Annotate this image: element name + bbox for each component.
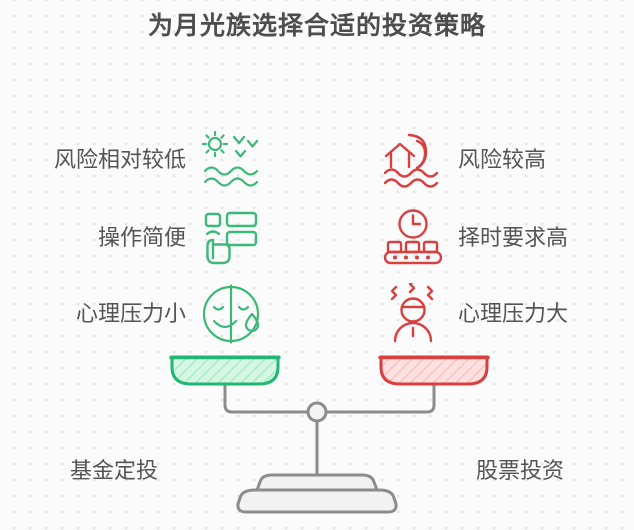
big-wave-house-icon [383,133,439,188]
hand-tap-list-icon [204,211,258,265]
green-pan [170,355,280,386]
scale-base [236,473,398,514]
feature-row-left-3: 心理压力小 [0,278,262,350]
pivot-joint [306,401,328,423]
bottom-label-left: 基金定投 [69,458,158,483]
feature-row-left-2: 操作简便 [0,202,262,274]
feature-row-right-3: 心理压力大 [382,278,634,350]
scale-right-arm [315,371,436,414]
page-title: 为月光族选择合适的投资策略 [147,12,486,40]
scale-left-arm [223,371,319,414]
clock-conveyor-icon [383,209,443,265]
feature-label-left-3: 心理压力小 [75,301,186,326]
calm-face-icon [202,284,260,344]
balance-scale [169,355,490,514]
feature-label-left-1: 风险相对较低 [53,147,186,172]
feature-row-right-1: 风险较高 [382,124,634,196]
feature-row-left-1: 风险相对较低 [0,124,262,196]
sun-waves-icon [201,130,259,187]
red-pan [379,355,489,386]
feature-row-right-2: 择时要求高 [382,202,634,274]
feature-label-right-2: 择时要求高 [458,225,569,250]
bottom-label-right: 股票投资 [475,458,564,483]
feature-label-right-1: 风险较高 [458,147,547,172]
stressed-person-icon [390,283,434,343]
feature-label-right-3: 心理压力大 [458,301,569,326]
feature-label-left-2: 操作简便 [97,225,186,250]
